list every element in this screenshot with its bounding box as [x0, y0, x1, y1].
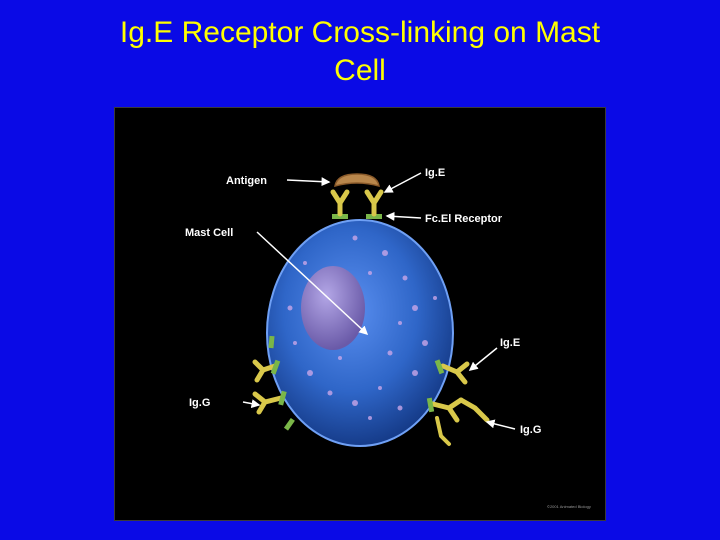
cell-nucleus — [301, 266, 365, 350]
label-antigen: Antigen — [226, 175, 267, 187]
slide-title: Ig.E Receptor Cross-linking on Mast Cell — [40, 14, 680, 90]
label-ige-right: Ig.E — [500, 337, 520, 349]
cell-granules — [287, 235, 437, 420]
label-fceri-receptor: Fc.El Receptor — [425, 213, 503, 225]
left-receptors — [252, 335, 295, 431]
slide-title-line1: Ig.E Receptor Cross-linking on Mast — [119, 16, 601, 49]
label-igg-right: Ig.G — [520, 424, 541, 436]
diagram-panel: Antigen Ig.E Fc.El Receptor Mast Cell Ig… — [114, 107, 606, 521]
leader-arrows — [242, 172, 516, 430]
mast-cell-diagram: Antigen Ig.E Fc.El Receptor Mast Cell Ig… — [185, 167, 591, 509]
label-igg-left: Ig.G — [189, 397, 210, 409]
credit-text: ©2001 Animated Biology — [547, 504, 591, 509]
top-receptor-complex — [330, 173, 384, 219]
slide-title-line2: Cell — [334, 54, 386, 87]
mast-cell-body — [266, 219, 454, 447]
right-receptors — [426, 359, 490, 446]
label-ige-top: Ig.E — [425, 167, 445, 179]
label-mast-cell: Mast Cell — [185, 227, 233, 239]
